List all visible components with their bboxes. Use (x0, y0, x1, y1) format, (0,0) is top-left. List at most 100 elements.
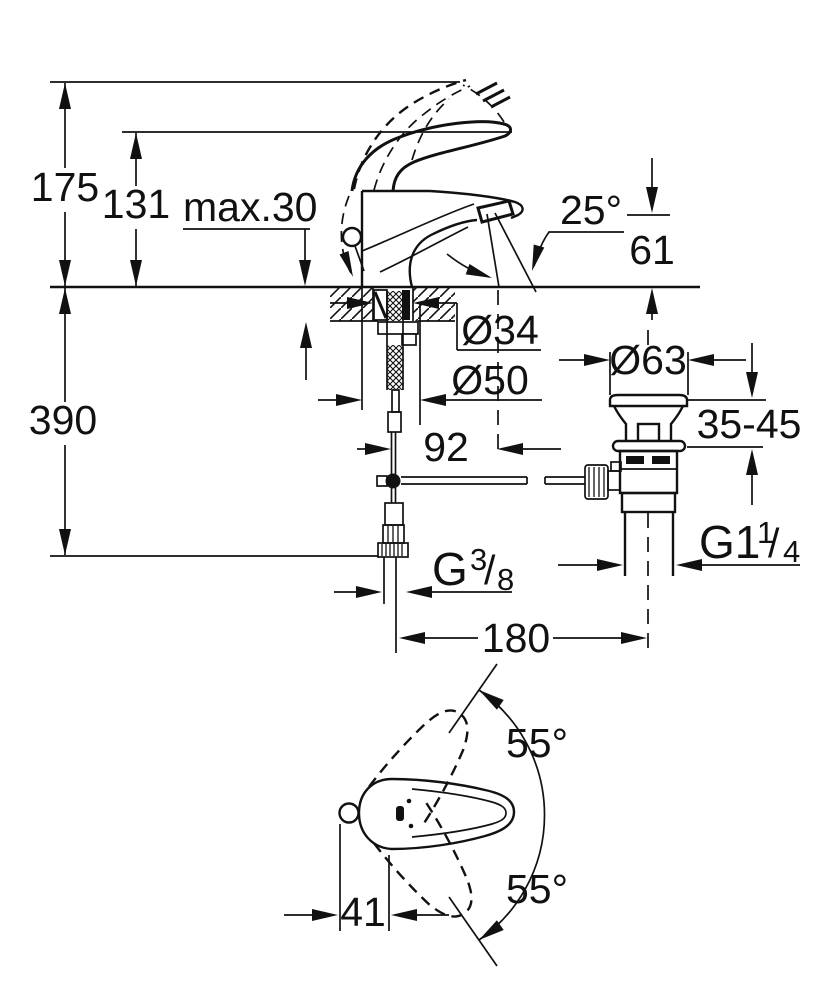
arrow-dia34-left (413, 297, 439, 309)
dim-waste-thread-num: 1 (757, 515, 774, 550)
lever-travel-arrow (339, 251, 353, 277)
braided-hose (384, 502, 404, 526)
faucet-inner-curve-b (379, 226, 469, 273)
waste-flange (611, 439, 687, 453)
arrow-max30-down (299, 260, 311, 286)
lever-tip-dash2 (482, 88, 505, 103)
dim-basin-range-label: 35-45 (697, 401, 802, 447)
lever-travel-arc1 (462, 84, 505, 123)
dim-waste-thread-den: 4 (783, 534, 800, 569)
supply-nut (377, 542, 409, 558)
arrow-g38-left (406, 586, 432, 598)
aerator (476, 199, 515, 224)
arrow-61-up (646, 288, 658, 314)
dim-hole-diameter-label: Ø34 (461, 307, 539, 353)
arrow-dia50-left (420, 394, 446, 406)
dim-swing-lower-label: 55° (506, 866, 568, 912)
waste-slot-right (652, 456, 670, 464)
dim-supply-thread-num: 3 (470, 542, 487, 577)
cross-joint-stub (376, 475, 388, 487)
swing-arc (478, 689, 546, 941)
lever-raised-inner-dashed (373, 85, 471, 191)
shank-thread-lower (387, 345, 403, 390)
arrow-92-right (365, 443, 391, 455)
dim-base-diameter-label: Ø50 (451, 357, 529, 403)
mount-wedge-diag (373, 291, 388, 319)
pull-rod-upper (391, 389, 400, 413)
lever-raised-outer-dashed (352, 78, 467, 190)
dim-waste-thread-g: G1 (699, 516, 760, 568)
dim-supply-thread-den: 8 (497, 562, 514, 597)
mount-washer (377, 321, 419, 335)
spray-angle-leg2 (486, 213, 500, 288)
lever-travel-arc2 (411, 98, 450, 161)
arrow-g114-right (597, 559, 623, 571)
faucet-body-right-edge (408, 218, 478, 288)
arrow-180-right (621, 632, 647, 644)
handle-pivot-pin (338, 802, 360, 824)
arrow-3545-up (746, 449, 758, 475)
handle-logo-mark (396, 806, 404, 821)
arrow-dia50-right (336, 394, 362, 406)
swing-arc-arrow-top (479, 690, 504, 710)
mount-washer-tab (401, 333, 417, 346)
dim-supply-thread-slash: / (484, 547, 496, 593)
waste-knurled-knob (584, 464, 609, 500)
dim-center-distance-label: 180 (482, 615, 550, 661)
popup-knob (341, 226, 363, 248)
arrow-41-left (391, 909, 417, 921)
arrow-max30-up (300, 322, 312, 348)
arrow-3545-down (746, 372, 758, 398)
dim-total-height-label: 175 (31, 164, 99, 210)
arrow-41-right (312, 909, 338, 921)
arrow-dia34-right (347, 297, 373, 309)
faucet-inner-curve-a (361, 203, 475, 252)
dim-lever-offset-label: 41 (340, 889, 386, 935)
shank-thread-upper (387, 291, 403, 321)
waste-rod-port (607, 470, 621, 491)
lever-travel-arc-left (340, 195, 352, 274)
dim-max-deck-label: max.30 (183, 184, 317, 230)
dim-spout-reach-label: 92 (423, 424, 469, 470)
waste-slot-left (626, 456, 644, 464)
handle-dot-bottom (408, 823, 414, 829)
waste-neck-left (612, 405, 628, 441)
handle-rotated-down-dashed (371, 802, 473, 918)
lever-tip-dash3 (490, 95, 511, 109)
arrow-g114-left (676, 559, 702, 571)
spray-angle-arrow2 (465, 264, 492, 278)
popup-knob-stem (354, 245, 365, 272)
arrow-dia63-left (688, 354, 714, 366)
mount-screw (402, 290, 410, 320)
dim-swing-upper-label: 55° (506, 720, 568, 766)
swing-axis-lower (448, 896, 498, 967)
handle-top-view-inner (411, 788, 507, 838)
rod-coupler (387, 411, 402, 433)
dim-outlet-height-label: 61 (629, 227, 675, 273)
handle-rotated-up-dashed (368, 709, 469, 826)
popup-cross-joint (385, 473, 401, 489)
swing-axis-upper (448, 663, 498, 734)
arrow-180-left (399, 632, 425, 644)
waste-neck-right (669, 405, 685, 441)
faucet-lever-outline (350, 120, 512, 192)
waste-plug-stem (636, 422, 661, 443)
dim-spout-height-label: 131 (102, 181, 170, 227)
lever-tip-dash1 (475, 81, 498, 96)
arrow-dia63-right (584, 354, 610, 366)
dim-supply-thread-g: G (432, 543, 468, 595)
arrow-g38-right (356, 586, 382, 598)
dim-spray-angle-label: 25° (560, 187, 622, 233)
faucet-spout-top (429, 189, 524, 220)
arrow-61-down (646, 187, 658, 213)
arrow-92-left (497, 443, 523, 455)
spray-angle-leader (533, 231, 624, 267)
handle-top-view-outline (357, 777, 516, 851)
dim-install-depth-label: 390 (29, 397, 97, 443)
spray-angle-arrow1 (532, 244, 545, 271)
swing-arc-arrow-bottom (479, 920, 504, 940)
waste-plug-cap (608, 393, 689, 408)
waste-coupling (620, 491, 677, 514)
